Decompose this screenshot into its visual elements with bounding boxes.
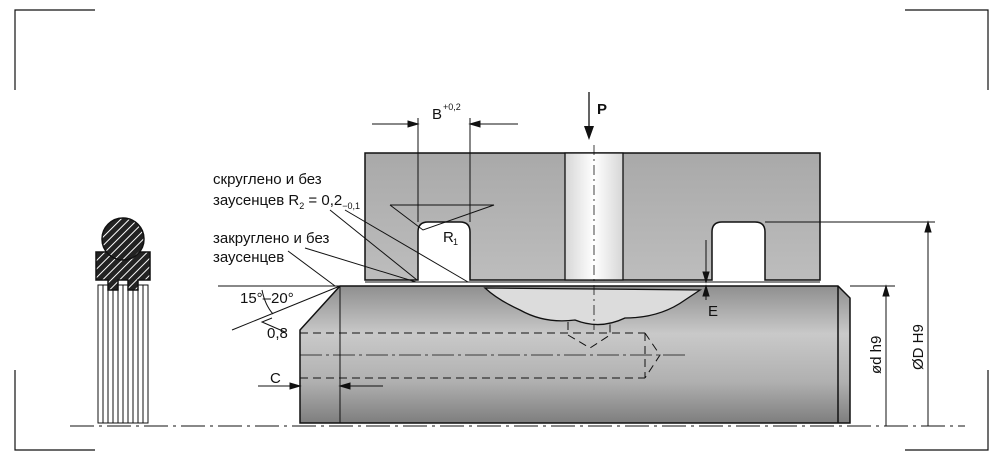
note-rounded-text: заусенцев R [213, 192, 299, 209]
note-rounded-line2: заусенцев R2 = 0,2−0,1 [213, 192, 360, 211]
seal-profile [95, 217, 151, 424]
chamfer-c-dimension [258, 382, 383, 390]
gap-e-dimension [702, 240, 710, 300]
note-deburred-line1: закруглено и без [213, 230, 329, 247]
note-r2-value: = 0,2 [304, 192, 342, 209]
bore-diameter-label: ØD H9 [910, 324, 927, 370]
note-deburred-line2: заусенцев [213, 249, 284, 266]
note-r2-tol: −0,1 [342, 201, 360, 211]
note-rounded-line1: скруглено и без [213, 171, 322, 188]
width-b-label: B [432, 106, 442, 123]
roughness-label: 0,8 [267, 325, 288, 342]
note-rounded-leaders [329, 209, 469, 283]
note-deburred-leaders [287, 247, 417, 287]
frame-corners [14, 9, 989, 451]
chamfer-c-label: C [270, 370, 281, 387]
rod [299, 285, 851, 424]
chamfer-angle-label: 15°–20° [240, 290, 294, 307]
note-r2-sub: 2 [299, 201, 304, 211]
housing-block [364, 152, 821, 283]
width-b-tolerance: +0,2 [443, 102, 461, 112]
pressure-arrow [584, 92, 594, 140]
pressure-label: P [597, 101, 607, 118]
rod-diameter-label: ød h9 [868, 336, 885, 374]
chamfer-angle-lines [218, 285, 341, 333]
gap-e-label: E [708, 303, 718, 320]
radius-r1-label: R [443, 229, 454, 246]
radius-r1-sub: 1 [453, 237, 458, 247]
diameter-dimensions [765, 220, 935, 426]
